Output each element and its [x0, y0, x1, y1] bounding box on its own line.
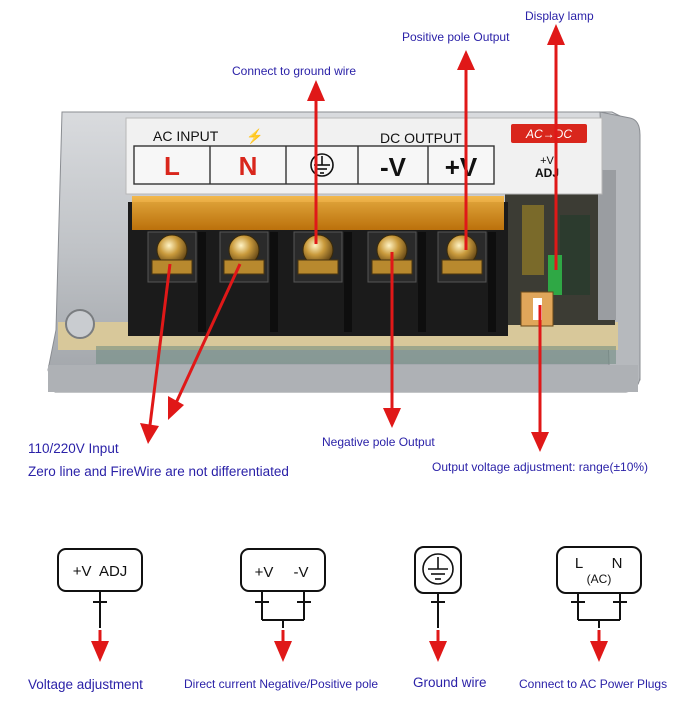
terminal-screw-ground	[293, 231, 352, 332]
case-bottom-lip	[48, 365, 638, 392]
voltage-adjust-label: Output voltage adjustment: range(±10%)	[432, 460, 648, 474]
input-label-line2: Zero line and FireWire are not different…	[28, 464, 289, 479]
ground-wire-label: Connect to ground wire	[232, 64, 356, 78]
terminal-screw-pos	[437, 231, 496, 332]
terminal-pos-label: +V	[445, 152, 478, 182]
mounting-screw	[65, 309, 95, 339]
ground-wire-caption: Ground wire	[413, 675, 487, 690]
terminal-neg-label: -V	[380, 152, 407, 182]
terminal-screw-n	[219, 231, 278, 332]
terminal-screw-l	[147, 231, 206, 332]
voltage-adj-caption: Voltage adjustment	[28, 677, 143, 692]
terminal-cover	[132, 196, 504, 230]
terminal-n-label: N	[239, 151, 258, 181]
legend: +V ADJ Voltage adjustment +V -V Direct c…	[28, 546, 667, 692]
terminal-label-row: L N -V +V	[133, 145, 495, 185]
dc-poles-symbol	[240, 548, 326, 592]
ac-plug-symbol	[556, 546, 642, 594]
negative-output-label: Negative pole Output	[322, 435, 435, 449]
ac-plug-ac-text: (AC)	[587, 572, 612, 586]
adj-label-top: +V	[540, 155, 554, 167]
adj-label-bottom: ADJ	[535, 166, 559, 180]
legend-item-ground-wire: Ground wire	[413, 546, 487, 690]
ac-dc-badge	[511, 124, 587, 143]
terminal-l-label: L	[164, 151, 180, 181]
legend-item-dc-poles: +V -V Direct current Negative/Positive p…	[184, 548, 378, 691]
ac-plugs-caption: Connect to AC Power Plugs	[519, 677, 667, 691]
ac-plug-l-text: L	[575, 555, 583, 572]
dc-poles-pos-text: +V	[255, 564, 274, 581]
ac-dc-badge-text: AC→DC	[525, 127, 572, 141]
dc-output-label: DC OUTPUT	[380, 130, 462, 146]
display-lamp-label: Display lamp	[525, 9, 594, 23]
lightning-icon: ⚡	[246, 128, 263, 145]
dc-poles-neg-text: -V	[294, 564, 309, 581]
legend-item-voltage-adjustment: +V ADJ Voltage adjustment	[28, 548, 143, 692]
display-lamp	[548, 255, 562, 295]
input-label-line1: 110/220V Input	[28, 441, 119, 456]
voltage-adj-symbol-text: +V ADJ	[73, 563, 128, 580]
positive-output-label: Positive pole Output	[402, 30, 510, 44]
ground-symbol-icon	[310, 153, 334, 177]
ground-icon	[422, 553, 454, 585]
terminal-screws	[147, 231, 496, 332]
legend-item-ac-plugs: L N (AC) Connect to AC Power Plugs	[519, 546, 667, 691]
ac-input-label: AC INPUT	[153, 128, 219, 144]
power-supply-photo: AC INPUT ⚡ DC OUTPUT AC→DC L N -V +V +V …	[47, 111, 641, 393]
photo-callout-arrows	[140, 24, 565, 452]
ac-plug-n-text: N	[612, 555, 623, 572]
dc-poles-caption: Direct current Negative/Positive pole	[184, 677, 378, 691]
